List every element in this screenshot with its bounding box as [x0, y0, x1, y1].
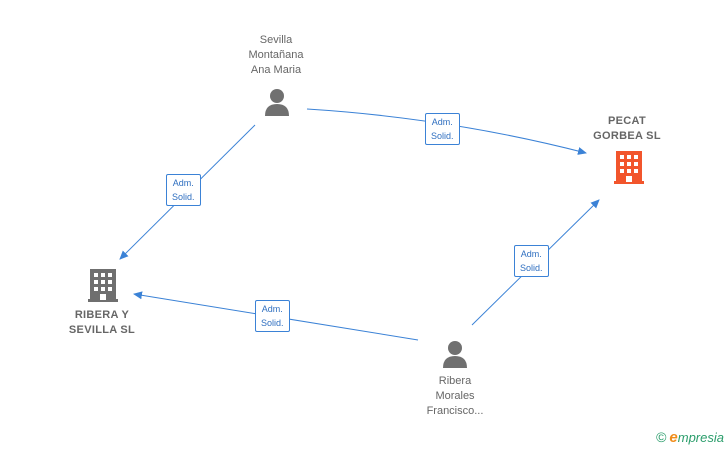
label-line: Morales: [435, 390, 475, 402]
person-label-sevilla[interactable]: Sevilla Montañana Ana Maria: [231, 33, 321, 78]
person-icon[interactable]: [443, 341, 467, 368]
label-line: SEVILLA SL: [68, 324, 136, 336]
label-line: Francisco...: [426, 405, 484, 417]
edge-label-line: Adm.: [172, 178, 194, 188]
copyright-symbol: ©: [656, 429, 667, 445]
edge-label-sevilla-ribera-sevilla[interactable]: Adm. Solid.: [166, 174, 201, 206]
edge-label-line: Solid.: [431, 131, 454, 141]
building-icon[interactable]: [614, 151, 644, 184]
edge-label-line: Solid.: [261, 318, 284, 328]
edge-label-line: Adm.: [520, 249, 542, 259]
label-line: Montañana: [248, 49, 304, 61]
edge-label-ribera-pecat[interactable]: Adm. Solid.: [514, 245, 549, 277]
building-icon[interactable]: [88, 269, 118, 302]
edge-label-line: Solid.: [520, 263, 543, 273]
label-line: Sevilla: [259, 34, 293, 46]
label-line: RIBERA Y: [74, 309, 130, 321]
brand-initial: e: [669, 429, 678, 446]
company-label-pecat[interactable]: PECAT GORBEA SL: [581, 114, 673, 144]
label-line: Ribera: [438, 375, 472, 387]
brand-name: mpresia: [677, 430, 724, 445]
company-label-ribera-sevilla[interactable]: RIBERA Y SEVILLA SL: [56, 308, 148, 338]
edge-label-line: Adm.: [431, 117, 453, 127]
edge-label-ribera-ribera-sevilla[interactable]: Adm. Solid.: [255, 300, 290, 332]
person-label-ribera[interactable]: Ribera Morales Francisco...: [410, 374, 500, 419]
brand-watermark: ©empresia: [656, 429, 724, 446]
edge-label-line: Solid.: [172, 192, 195, 202]
label-line: GORBEA SL: [593, 130, 661, 142]
label-line: PECAT: [608, 115, 646, 127]
person-icon[interactable]: [265, 89, 289, 116]
edge-label-sevilla-pecat[interactable]: Adm. Solid.: [425, 113, 460, 145]
edge-label-line: Adm.: [261, 304, 283, 314]
label-line: Ana Maria: [250, 64, 302, 76]
